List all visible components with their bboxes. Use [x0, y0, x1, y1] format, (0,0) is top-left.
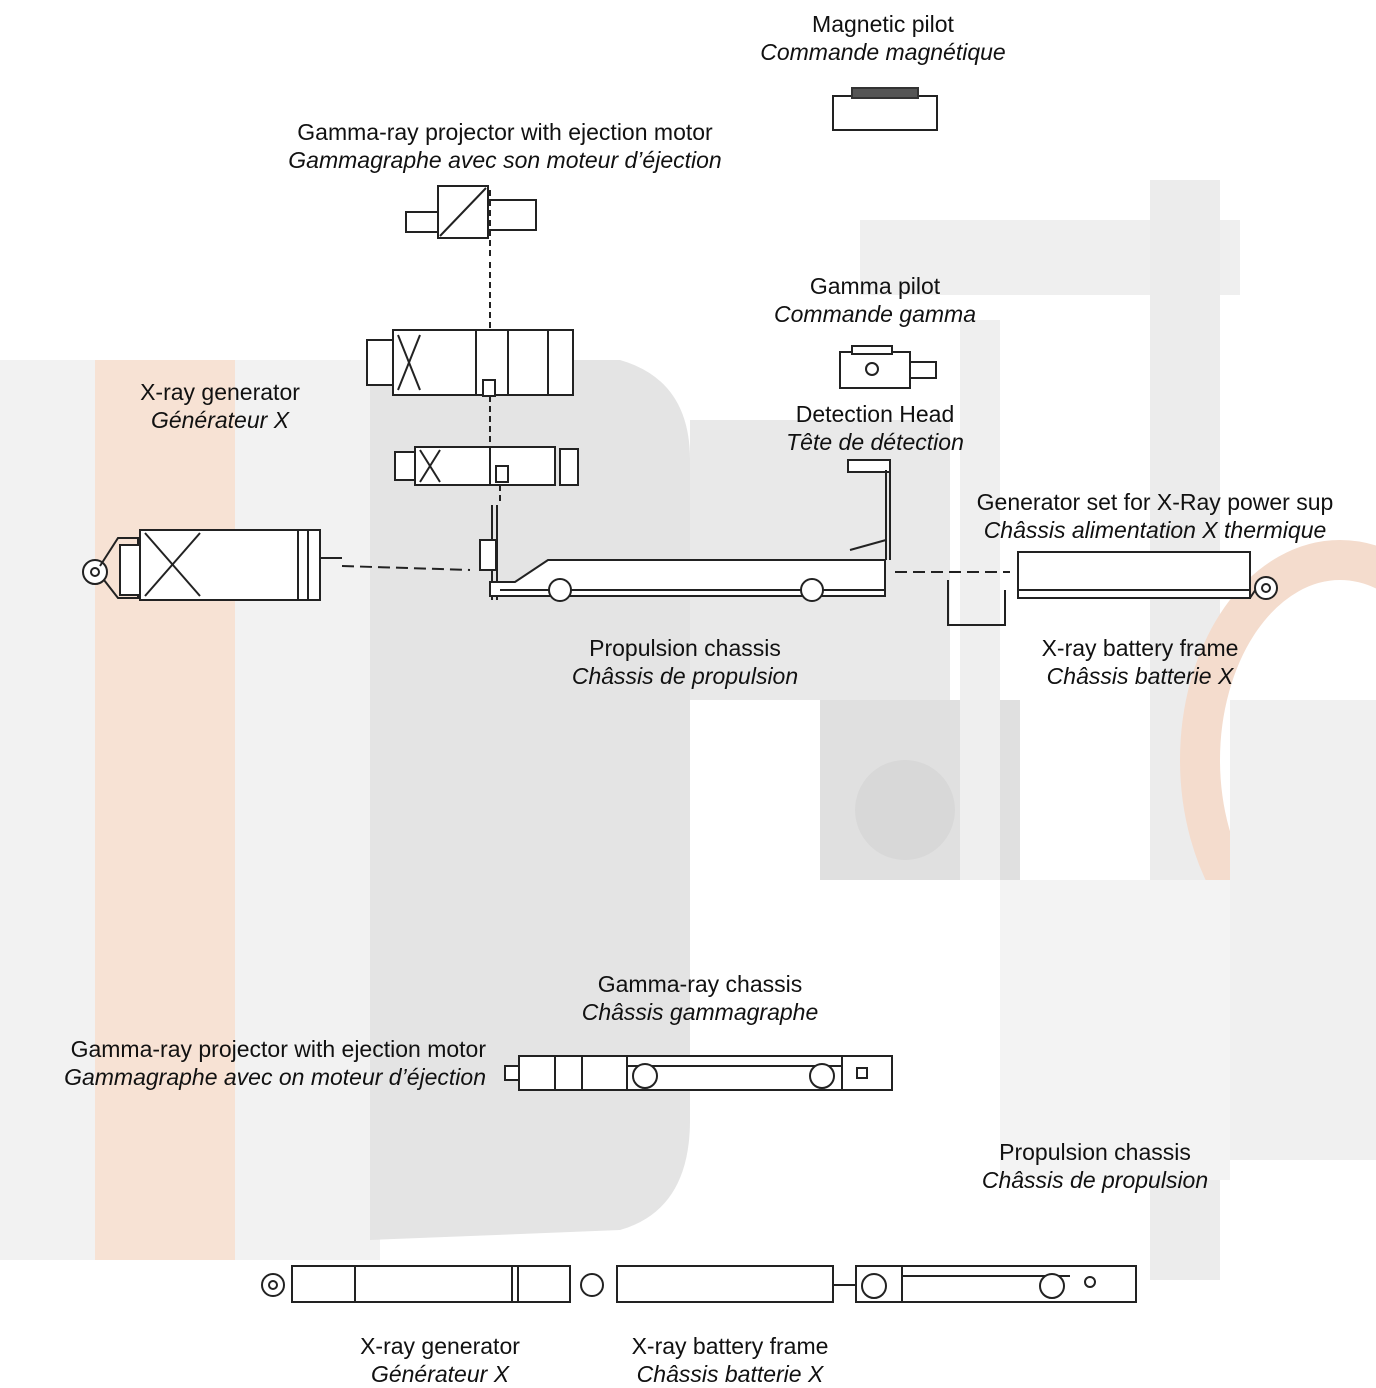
label-xray-generator-bottom-en: X-ray generator	[360, 1333, 520, 1359]
label-gamma-chassis-fr: Châssis gammagraphe	[581, 999, 819, 1025]
label-propulsion-chassis-bottom-en: Propulsion chassis	[999, 1139, 1191, 1165]
label-gamma-projector-top-fr: Gammagraphe avec son moteur d’éjection	[288, 147, 722, 173]
label-gamma-projector-bottom: Gamma-ray projector with ejection motor …	[4, 1035, 486, 1091]
bg-wheel	[855, 760, 955, 860]
label-gamma-projector-top-en: Gamma-ray projector with ejection motor	[297, 119, 713, 145]
bg-orange-band	[95, 360, 235, 1260]
label-propulsion-chassis-top-fr: Châssis de propulsion	[571, 663, 799, 689]
label-detection-head: Detection Head Tête de détection	[760, 400, 990, 456]
label-magnetic-pilot: Magnetic pilot Commande magnétique	[700, 10, 1066, 66]
label-gamma-pilot-fr: Commande gamma	[774, 301, 976, 327]
sensor-box-drawing	[394, 446, 579, 505]
label-xray-battery-bottom-en: X-ray battery frame	[631, 1333, 829, 1359]
detection-head-drawing	[847, 459, 891, 560]
label-gamma-pilot: Gamma pilot Commande gamma	[740, 272, 1010, 328]
label-propulsion-chassis-top-en: Propulsion chassis	[589, 635, 781, 661]
xray-battery-frame-drawing	[947, 551, 1278, 626]
bg-right-lower-block	[1230, 700, 1376, 1160]
xray-generator-left-drawing	[82, 529, 471, 601]
label-xray-battery-bottom: X-ray battery frame Châssis batterie X	[600, 1332, 860, 1388]
label-propulsion-chassis-bottom: Propulsion chassis Châssis de propulsion	[950, 1138, 1240, 1194]
label-xray-battery-top-fr: Châssis batterie X	[1046, 663, 1234, 689]
label-gamma-chassis: Gamma-ray chassis Châssis gammagraphe	[550, 970, 850, 1026]
label-gamma-pilot-en: Gamma pilot	[809, 273, 941, 299]
bottom-assembly-drawing	[261, 1265, 1137, 1303]
label-xray-battery-top-en: X-ray battery frame	[1041, 635, 1239, 661]
label-generator-set-en: Generator set for X-Ray power sup	[976, 489, 1334, 515]
label-generator-set: Generator set for X-Ray power sup Châssi…	[940, 488, 1370, 544]
gamma-pilot-drawing	[839, 345, 937, 389]
label-gamma-chassis-en: Gamma-ray chassis	[597, 971, 803, 997]
label-xray-generator-top: X-ray generator Générateur X	[100, 378, 340, 434]
label-gamma-projector-bottom-en: Gamma-ray projector with ejection motor	[70, 1036, 486, 1062]
label-propulsion-chassis-top: Propulsion chassis Châssis de propulsion	[540, 634, 830, 690]
label-magnetic-pilot-fr: Commande magnétique	[760, 39, 1006, 65]
bg-mid-right-lower	[1000, 880, 1230, 1180]
magnetic-pilot-drawing	[832, 87, 938, 131]
label-xray-battery-bottom-fr: Châssis batterie X	[636, 1361, 824, 1387]
gamma-projector-top-drawing	[405, 185, 537, 260]
label-detection-head-en: Detection Head	[795, 401, 955, 427]
bg-right-post	[960, 320, 1000, 880]
label-generator-set-fr: Châssis alimentation X thermique	[983, 517, 1327, 543]
label-magnetic-pilot-en: Magnetic pilot	[812, 11, 954, 37]
label-xray-battery-top: X-ray battery frame Châssis batterie X	[1010, 634, 1270, 690]
xray-generator-upper-drawing	[366, 262, 574, 450]
label-xray-generator-top-fr: Générateur X	[150, 407, 290, 433]
label-xray-generator-bottom: X-ray generator Générateur X	[320, 1332, 560, 1388]
label-xray-generator-top-en: X-ray generator	[140, 379, 300, 405]
gamma-chassis-drawing	[504, 1055, 893, 1091]
label-xray-generator-bottom-fr: Générateur X	[370, 1361, 510, 1387]
propulsion-chassis-top-drawing	[479, 505, 1010, 602]
label-detection-head-fr: Tête de détection	[786, 429, 964, 455]
label-propulsion-chassis-bottom-fr: Châssis de propulsion	[981, 1167, 1209, 1193]
label-gamma-projector-bottom-fr: Gammagraphe avec on moteur d’éjection	[64, 1064, 486, 1090]
label-gamma-projector-top: Gamma-ray projector with ejection motor …	[250, 118, 760, 174]
